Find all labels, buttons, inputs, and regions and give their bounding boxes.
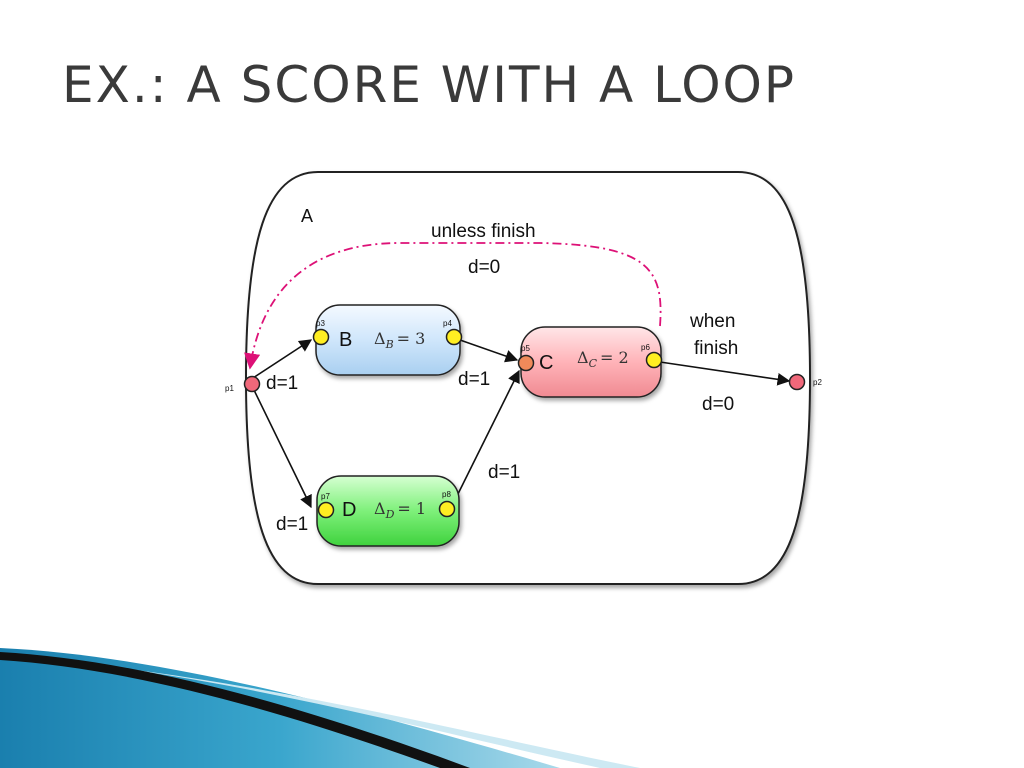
point-p4[interactable] — [445, 328, 463, 346]
box-d-name: D — [342, 499, 356, 521]
loop-label: unless finish — [431, 221, 536, 242]
point-p8[interactable] — [438, 500, 456, 518]
box-c-duration: ΔC= 2 — [577, 348, 629, 370]
edge-label-p1-p3: d=1 — [266, 373, 298, 394]
loop-delay-label: d=0 — [468, 257, 500, 278]
swoosh-light-band — [120, 668, 640, 768]
edge-label-p1-p7: d=1 — [276, 514, 308, 535]
edge-p4-to-p5 — [459, 339, 519, 363]
point-p5-label: p5 — [521, 344, 530, 353]
point-p2-label: p2 — [813, 378, 822, 387]
box-c-name: C — [539, 352, 553, 374]
box-b-name: B — [339, 329, 352, 351]
point-p8-label: p8 — [442, 490, 451, 499]
point-p6[interactable] — [645, 351, 663, 369]
box-d: D ΔD= 1 — [316, 475, 460, 547]
edge-label-p8-p5: d=1 — [488, 462, 520, 483]
exit-label-line2: finish — [694, 338, 738, 359]
edge-label-p4-p5: d=1 — [458, 369, 490, 390]
box-d-duration: ΔD= 1 — [374, 499, 426, 521]
exit-label-line1: when — [689, 311, 735, 332]
box-b: B ΔB= 3 — [315, 304, 461, 376]
edge-p1-to-p7 — [252, 387, 312, 509]
box-b-duration: ΔB= 3 — [374, 329, 425, 351]
container-a-label: A — [301, 206, 313, 226]
point-p6-label: p6 — [641, 343, 650, 352]
point-p3-label: p3 — [316, 319, 325, 328]
point-p5[interactable] — [517, 354, 535, 372]
loop-arrow-unless-finish — [244, 242, 662, 370]
edge-p1-to-p3 — [252, 339, 313, 379]
exit-delay-label: d=0 — [702, 394, 734, 415]
point-p7-label: p7 — [321, 492, 330, 501]
slide-title: EX.: A SCORE WITH A LOOP — [62, 56, 797, 114]
edge-p6-to-p2 — [659, 361, 791, 386]
swoosh-dark-band — [0, 652, 470, 768]
point-p1-label: p1 — [225, 384, 234, 393]
point-p1[interactable] — [243, 375, 261, 393]
edge-p8-to-p5 — [452, 369, 520, 505]
point-p2[interactable] — [788, 373, 806, 391]
box-c: C ΔC= 2 — [520, 326, 662, 398]
point-p4-label: p4 — [443, 319, 452, 328]
point-p3[interactable] — [312, 328, 330, 346]
point-p7[interactable] — [317, 501, 335, 519]
